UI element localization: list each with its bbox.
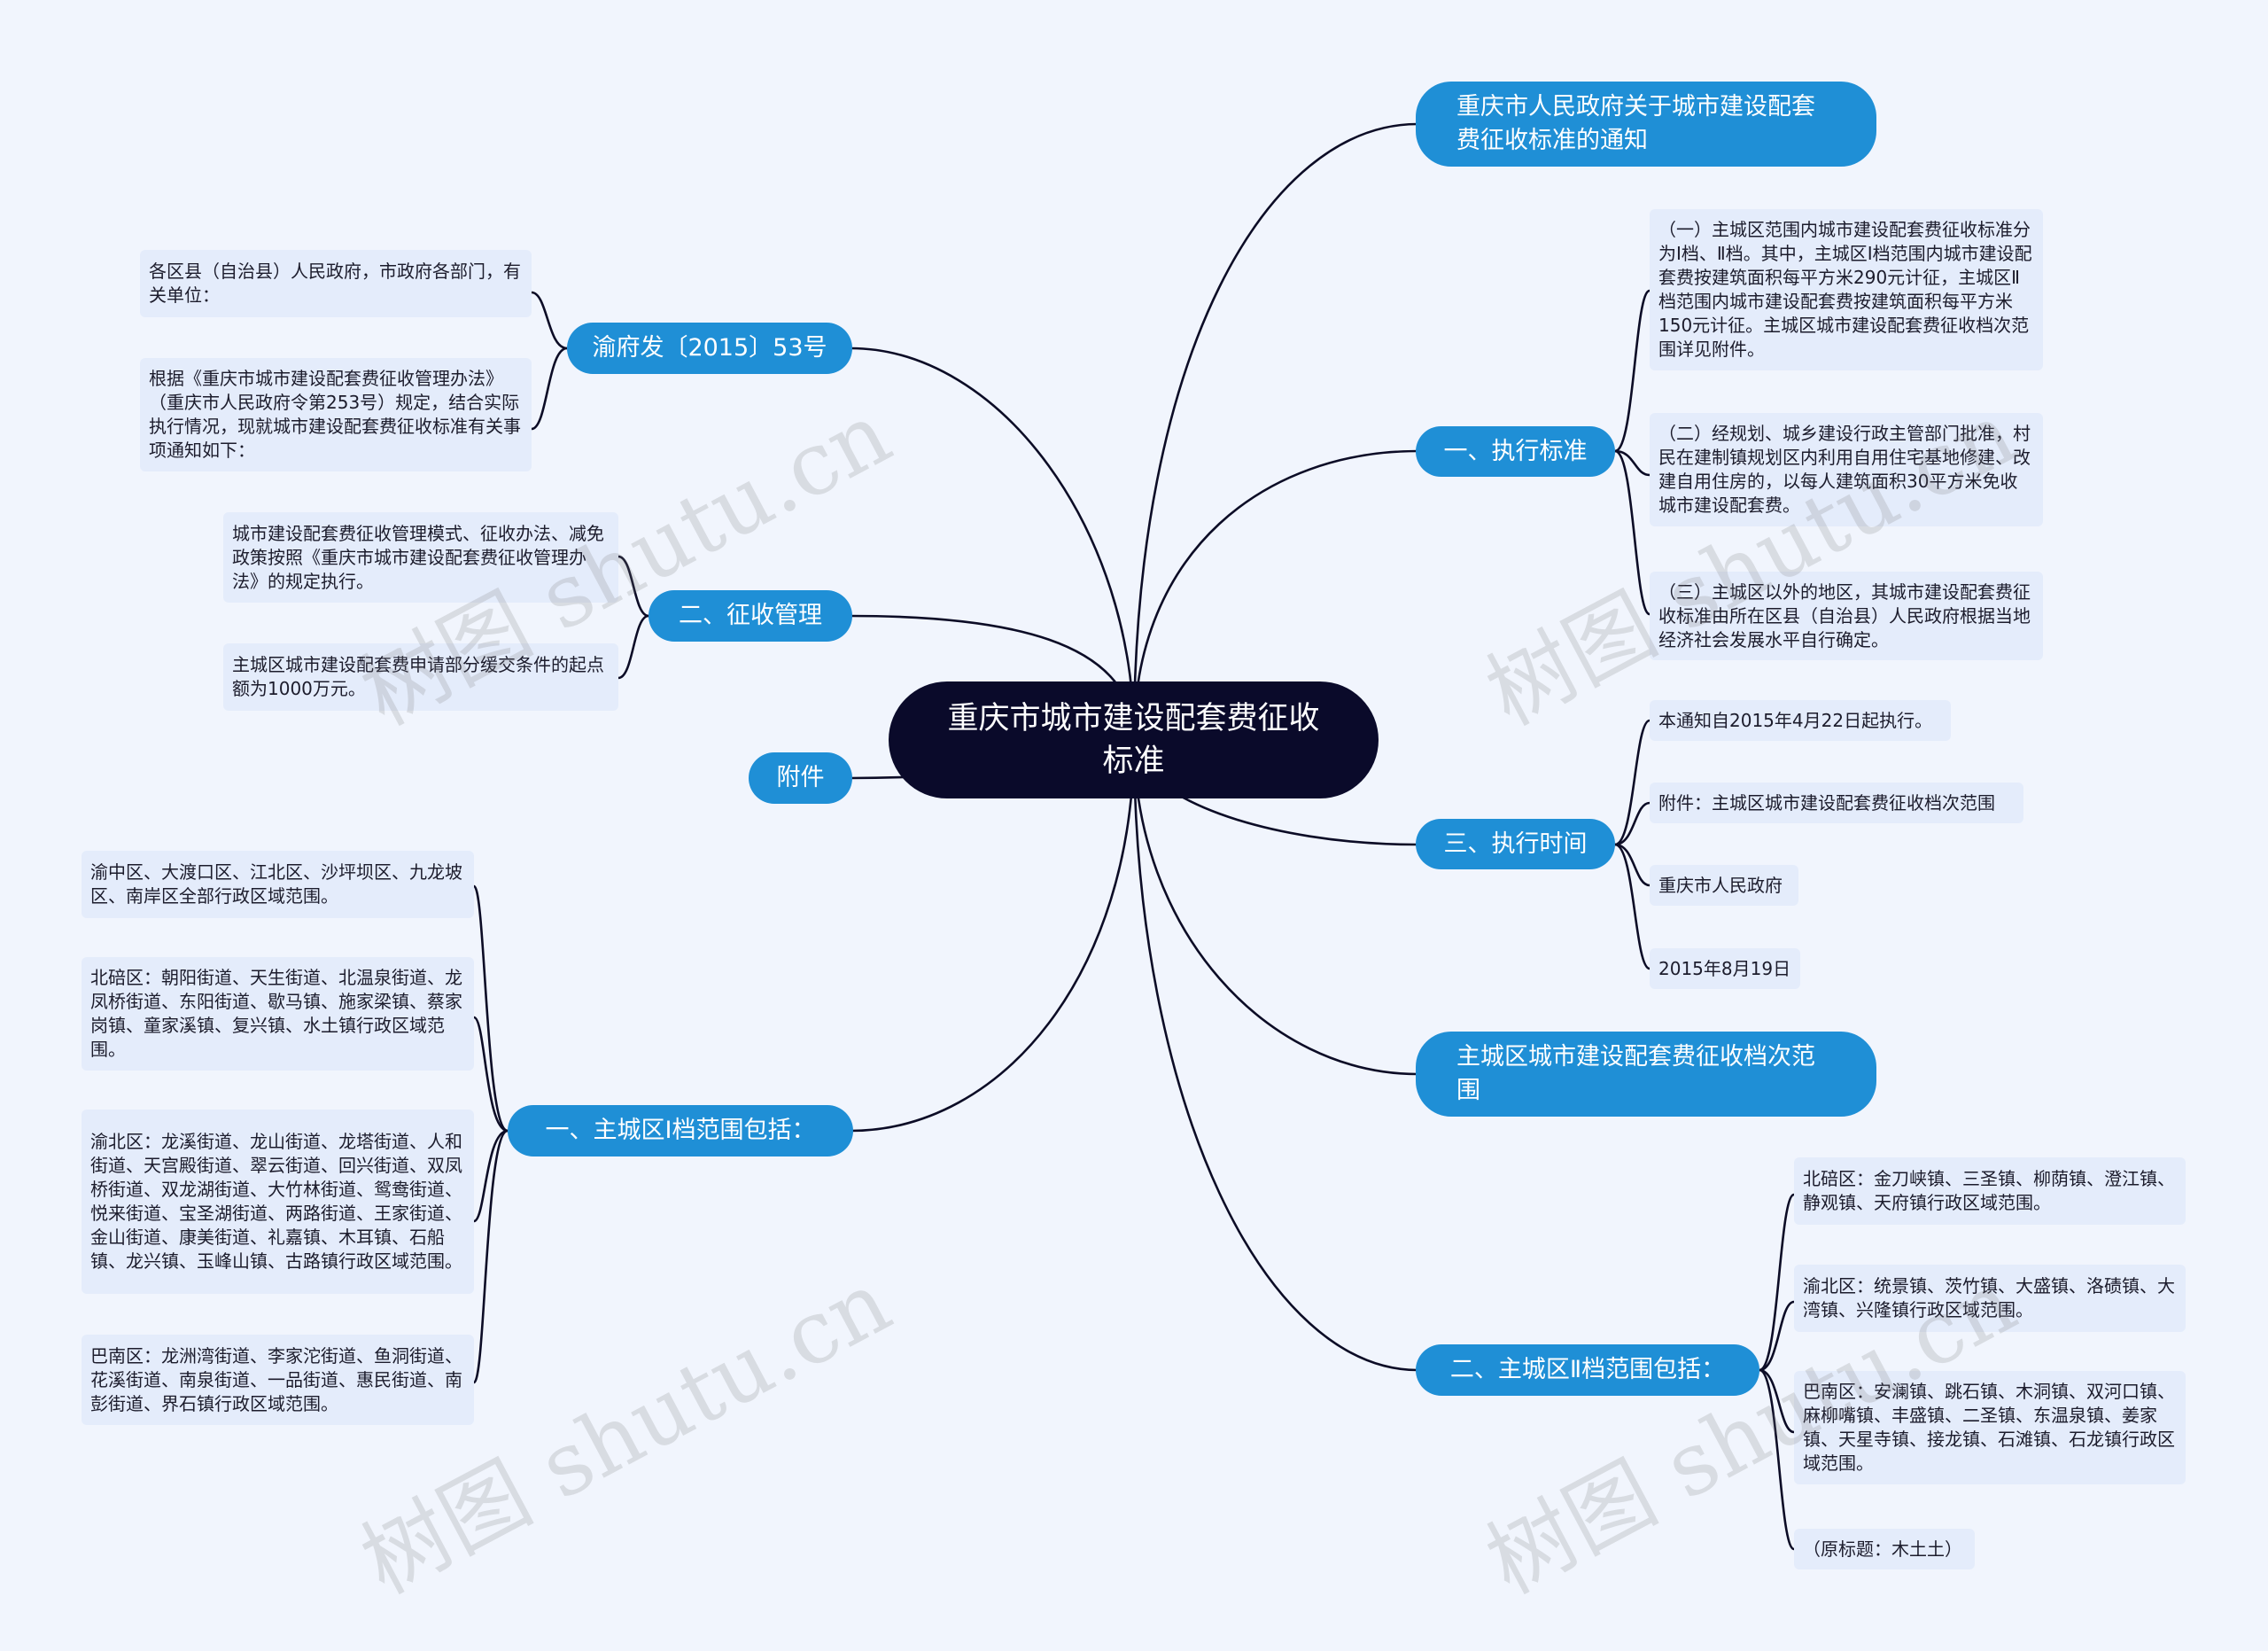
leaf-zone1-4[interactable]: 巴南区：龙洲湾街道、李家沱街道、鱼洞街道、花溪街道、南泉街道、一品街道、惠民街道… xyxy=(82,1335,474,1425)
leaf-zone2-4[interactable]: （原标题：木土土） xyxy=(1794,1529,1975,1569)
leaf-collection-2[interactable]: 主城区城市建设配套费申请部分缓交条件的起点额为1000万元。 xyxy=(223,643,618,711)
leaf-zone1-3[interactable]: 渝北区：龙溪街道、龙山街道、龙塔街道、人和街道、天宫殿街道、翠云街道、回兴街道、… xyxy=(82,1110,474,1294)
leaf-zone2-2[interactable]: 渝北区：统景镇、茨竹镇、大盛镇、洛碛镇、大湾镇、兴隆镇行政区域范围。 xyxy=(1794,1265,2186,1332)
link-root-doc-no xyxy=(850,347,1136,739)
leaf-collection-1[interactable]: 城市建设配套费征收管理模式、征收办法、减免政策按照《重庆市城市建设配套费征收管理… xyxy=(223,512,618,603)
left-leaf-connectors xyxy=(472,291,649,1384)
leaf-zone1-1[interactable]: 渝中区、大渡口区、江北区、沙坪坝区、九龙坡区、南岸区全部行政区域范围。 xyxy=(82,851,474,918)
right-leaf-connectors xyxy=(1614,289,1796,1551)
leaf-exec-standard-1[interactable]: （一）主城区范围内城市建设配套费征收标准分为Ⅰ档、Ⅱ档。其中，主城区Ⅰ档范围内城… xyxy=(1650,209,2043,370)
branch-zone1[interactable]: 一、主城区Ⅰ档范围包括： xyxy=(508,1105,853,1156)
leaf-doc-no-2[interactable]: 根据《重庆市城市建设配套费征收管理办法》（重庆市人民政府令第253号）规定，结合… xyxy=(140,358,532,471)
leaf-exec-time-1[interactable]: 本通知自2015年4月22日起执行。 xyxy=(1650,700,1951,741)
root-topic[interactable]: 重庆市城市建设配套费征收标准 xyxy=(889,681,1379,798)
branch-zone2[interactable]: 二、主城区Ⅱ档范围包括： xyxy=(1416,1344,1759,1396)
leaf-exec-standard-3[interactable]: （三）主城区以外的地区，其城市建设配套费征收标准由所在区县（自治县）人民政府根据… xyxy=(1650,572,2043,660)
branch-zone-range-title[interactable]: 主城区城市建设配套费征收档次范围 xyxy=(1416,1032,1876,1117)
link-root-zone1 xyxy=(850,737,1136,1133)
link-root-exec-standard xyxy=(1132,449,1418,739)
leaf-exec-time-3[interactable]: 重庆市人民政府 xyxy=(1650,865,1798,906)
leaf-exec-time-2[interactable]: 附件：主城区城市建设配套费征收档次范围 xyxy=(1650,783,2023,823)
branch-collection[interactable]: 二、征收管理 xyxy=(649,590,852,642)
leaf-zone2-3[interactable]: 巴南区：安澜镇、跳石镇、木洞镇、双河口镇、麻柳嘴镇、丰盛镇、二圣镇、东温泉镇、姜… xyxy=(1794,1371,2186,1484)
branch-doc-no[interactable]: 渝府发〔2015〕53号 xyxy=(567,323,852,374)
link-root-notice xyxy=(1132,122,1418,739)
leaf-zone2-1[interactable]: 北碚区：金刀峡镇、三圣镇、柳荫镇、澄江镇、静观镇、天府镇行政区域范围。 xyxy=(1794,1157,2186,1225)
leaf-exec-time-4[interactable]: 2015年8月19日 xyxy=(1650,948,1800,989)
branch-attachment[interactable]: 附件 xyxy=(749,752,852,804)
link-root-zone-range xyxy=(1132,737,1418,1076)
branch-notice-title[interactable]: 重庆市人民政府关于城市建设配套费征收标准的通知 xyxy=(1416,82,1876,167)
leaf-doc-no-1[interactable]: 各区县（自治县）人民政府，市政府各部门，有关单位： xyxy=(140,250,532,317)
branch-exec-time[interactable]: 三、执行时间 xyxy=(1416,819,1615,869)
branch-exec-standard[interactable]: 一、执行标准 xyxy=(1416,426,1615,477)
leaf-exec-standard-2[interactable]: （二）经规划、城乡建设行政主管部门批准，村民在建制镇规划区内利用自用住宅基地修建… xyxy=(1650,413,2043,526)
link-root-zone2 xyxy=(1132,737,1418,1372)
leaf-zone1-2[interactable]: 北碚区：朝阳街道、天生街道、北温泉街道、龙凤桥街道、东阳街道、歇马镇、施家梁镇、… xyxy=(82,957,474,1071)
